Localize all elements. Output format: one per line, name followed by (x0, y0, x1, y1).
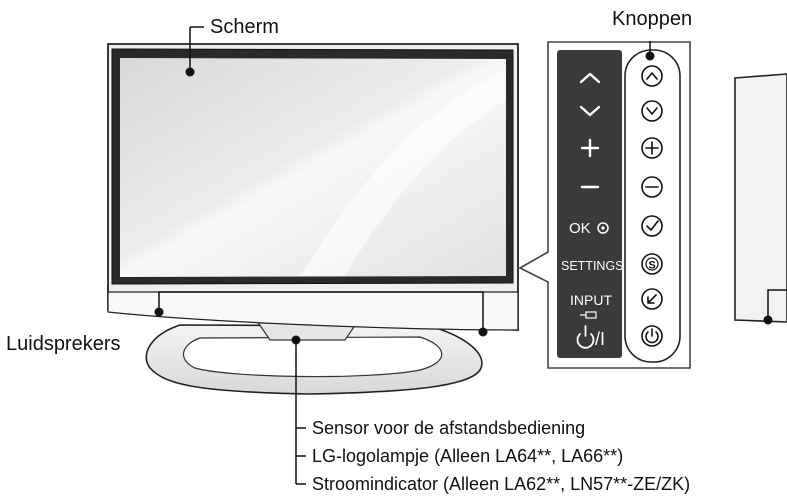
chevron-up-icon (579, 72, 601, 84)
tv-stand (145, 317, 483, 395)
input-arrow-button[interactable] (641, 288, 663, 310)
s-glyph: S (648, 260, 655, 272)
label-screen: Scherm (210, 16, 279, 38)
panel-power-label: /I (595, 329, 605, 349)
panel-ok-label: OK (569, 220, 591, 237)
label-speakers: Luidsprekers (6, 333, 121, 355)
plus-button[interactable] (641, 137, 663, 159)
button-panel-callout (518, 41, 691, 369)
physical-buttons: S (641, 65, 663, 347)
tv-screen (120, 58, 506, 277)
settings-s-button[interactable]: S (641, 253, 663, 275)
leader-lines (154, 26, 488, 485)
panel-dark-strip (557, 50, 622, 358)
power-icon (576, 325, 595, 349)
power-button[interactable] (641, 325, 663, 347)
label-sensor: Sensor voor de afstandsbediening (312, 418, 586, 438)
tv-body (107, 43, 519, 331)
label-power-indicator: Stroomindicator (Alleen LA62**, LN57**-Z… (312, 474, 691, 494)
plus-icon (580, 138, 600, 158)
input-source-icon (580, 311, 597, 319)
panel-settings-label: SETTINGS (561, 259, 624, 273)
button-capsule (624, 49, 681, 363)
label-buttons: Knoppen (612, 8, 693, 30)
panel-input-label: INPUT (570, 292, 612, 308)
up-button[interactable] (641, 65, 663, 87)
check-button[interactable] (641, 215, 663, 237)
down-button[interactable] (641, 100, 663, 122)
panel-symbols: OK SETTINGS INPUT /I (561, 72, 624, 349)
label-logo-light: LG-logolampje (Alleen LA64**, LA66**) (312, 446, 624, 466)
side-view-tv-partial (734, 73, 787, 325)
ok-target-icon (597, 222, 609, 234)
minus-button[interactable] (641, 176, 663, 198)
chevron-down-icon (579, 105, 601, 117)
